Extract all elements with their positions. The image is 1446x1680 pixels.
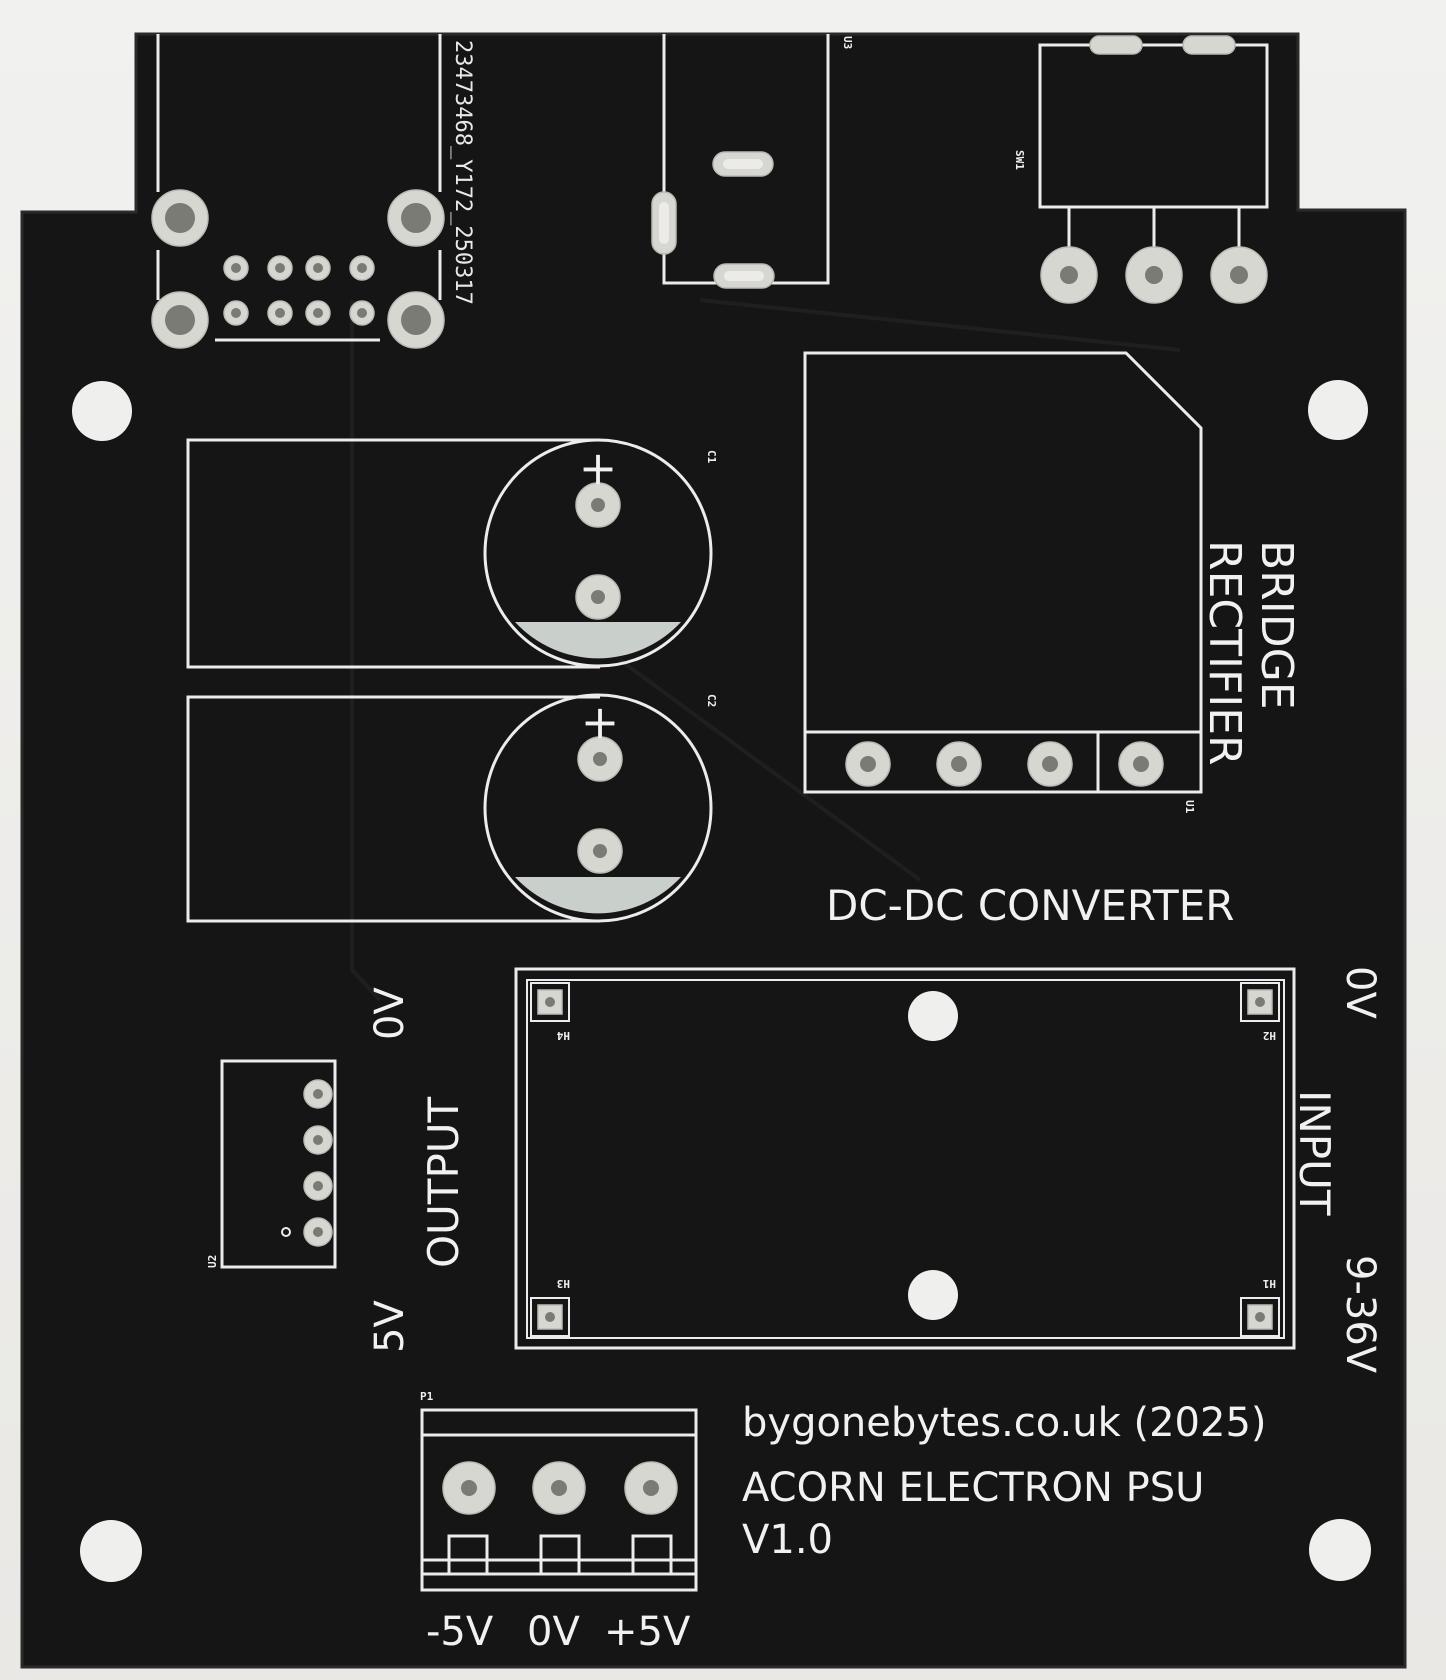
h3-refdes: H3 <box>557 1277 570 1290</box>
u1-bridge-rectifier-footprint <box>803 351 1203 794</box>
c2-refdes: C2 <box>705 694 718 707</box>
copper-traces <box>350 298 1181 1002</box>
p1-plus5v-label: +5V <box>604 1609 691 1655</box>
mounting-hole-bottom-right <box>1309 1519 1371 1581</box>
c2-polarity-band <box>515 877 681 914</box>
output-0v-label: 0V <box>367 987 413 1040</box>
dcdc-module-footprint <box>514 967 1296 1350</box>
u2-regulator-footprint <box>220 1059 337 1269</box>
h4-refdes: H4 <box>556 1029 570 1042</box>
mounting-hole-bottom-left <box>80 1520 142 1582</box>
title-site-label: bygonebytes.co.uk (2025) <box>742 1400 1267 1446</box>
dc-jack-connector-footprint <box>151 34 445 349</box>
c1-plus-mark: + <box>579 441 618 495</box>
connector-mounting-pads <box>151 189 445 349</box>
output-label: OUTPUT <box>419 1096 468 1268</box>
title-product-label: ACORN ELECTRON PSU <box>742 1465 1204 1511</box>
part-number-label: 23473468_Y172_250317 <box>450 40 475 305</box>
p1-minus5v-label: -5V <box>426 1609 494 1655</box>
p1-0v-label: 0V <box>527 1609 580 1655</box>
connector-signal-pads <box>223 255 375 326</box>
u3-footprint <box>651 34 830 289</box>
c2-plus-mark: + <box>581 695 620 749</box>
dcdc-pads <box>530 982 1280 1337</box>
mounting-hole-top-right <box>1308 380 1368 440</box>
pcb-substrate <box>22 34 1405 1667</box>
p1-refdes: P1 <box>420 1390 434 1403</box>
c1-capacitor-footprint <box>186 438 713 669</box>
title-version-label: V1.0 <box>742 1517 833 1563</box>
c1-polarity-band <box>515 622 681 659</box>
output-5v-label: 5V <box>367 1300 413 1353</box>
sw1-refdes: SW1 <box>1013 150 1026 170</box>
input-label: INPUT <box>1290 1090 1339 1216</box>
c2-capacitor-footprint <box>186 693 713 923</box>
input-range-label: 9-36V <box>1337 1255 1383 1374</box>
u1-refdes: U1 <box>1183 800 1196 814</box>
dcdc-converter-label: DC-DC CONVERTER <box>826 881 1234 930</box>
sw1-footprint <box>1038 35 1269 304</box>
c1-refdes: C1 <box>705 450 718 464</box>
rectifier-label: RECTIFIER <box>1199 540 1250 766</box>
mounting-hole-top-left <box>72 381 132 441</box>
pcb-edge-highlight <box>20 32 1407 1669</box>
p1-terminal-block-footprint <box>420 1408 698 1592</box>
u3-refdes: U3 <box>841 36 854 49</box>
input-0v-label: 0V <box>1337 966 1383 1019</box>
u2-refdes: U2 <box>206 1255 219 1268</box>
bridge-label: BRIDGE <box>1251 540 1302 710</box>
h2-refdes: H2 <box>1263 1029 1276 1042</box>
h1-refdes: H1 <box>1262 1277 1276 1290</box>
